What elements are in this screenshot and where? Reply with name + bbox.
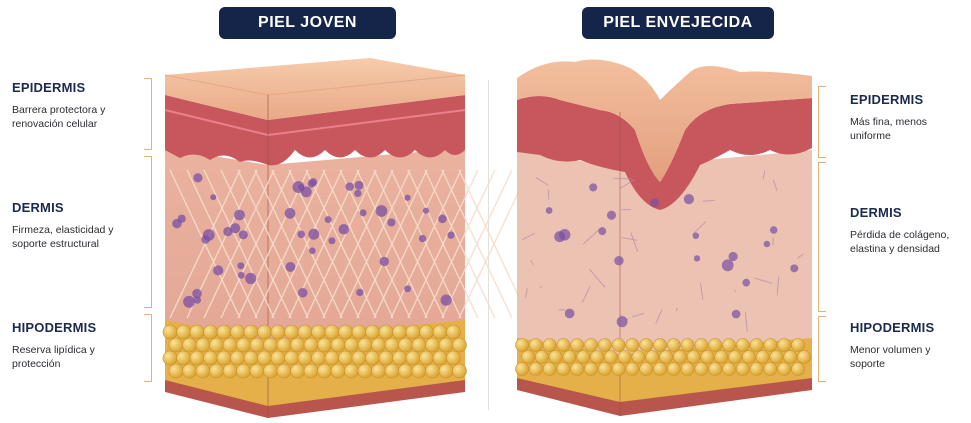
aged-fat-cells bbox=[516, 339, 811, 376]
